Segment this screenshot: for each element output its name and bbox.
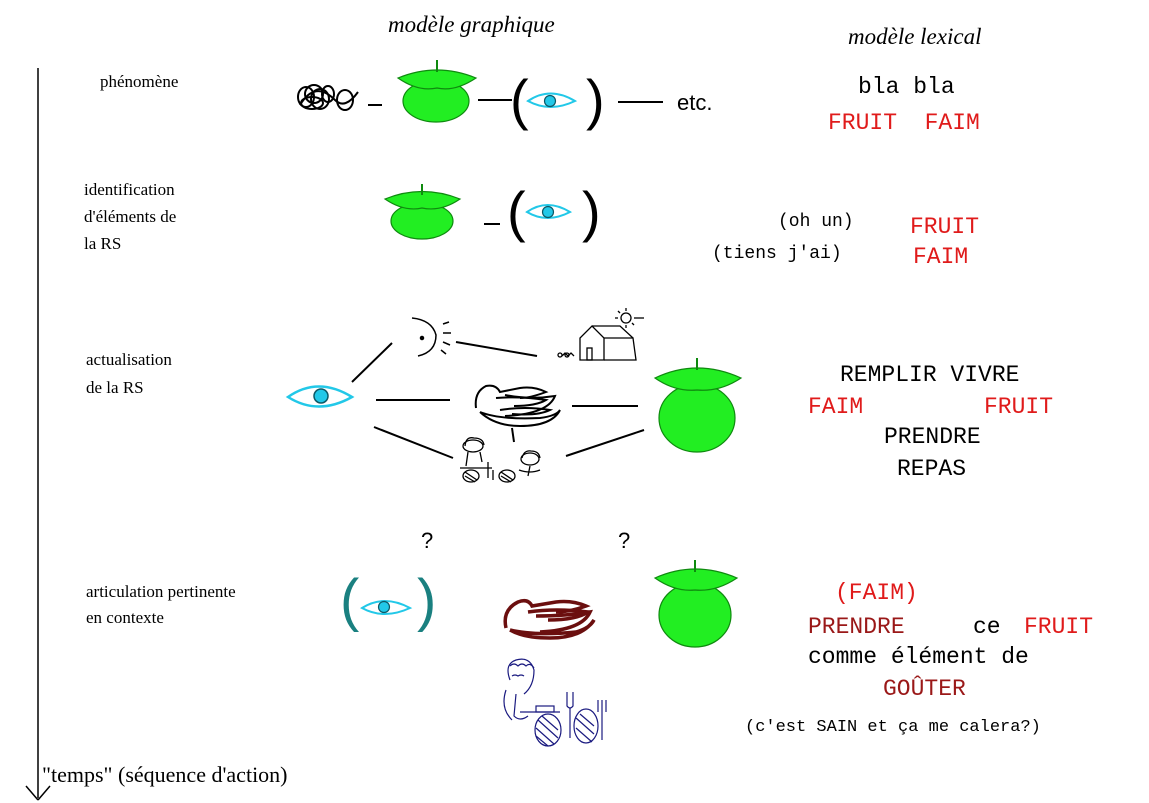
scribble-icon bbox=[297, 84, 359, 111]
eye-icon bbox=[285, 385, 355, 408]
stage2-label-l3: la RS bbox=[84, 234, 122, 253]
stage4-lex-gouter: GOÛTER bbox=[883, 676, 966, 702]
stage3-lex-faim: FAIM bbox=[808, 394, 864, 420]
stage2-lex-fruit: FRUIT bbox=[910, 214, 980, 240]
stage4-label-l1: articulation pertinente bbox=[86, 582, 236, 601]
stage3-lex-repas: REPAS bbox=[897, 456, 967, 482]
question-mark-2: ? bbox=[618, 528, 631, 553]
stage3-label-l2: de la RS bbox=[86, 378, 144, 397]
header-graphic-model: modèle graphique bbox=[388, 12, 555, 37]
apple-icon bbox=[653, 560, 739, 648]
stage2-paren-right: ) bbox=[582, 180, 601, 243]
person-meal-icon bbox=[503, 658, 607, 747]
eye-icon bbox=[525, 204, 573, 219]
stage3-lex-fruit: FRUIT bbox=[984, 394, 1054, 420]
stage3-lex-remplir-vivre: REMPLIR VIVRE bbox=[840, 362, 1020, 388]
apple-icon bbox=[383, 184, 462, 240]
stage3-lex-prendre: PRENDRE bbox=[884, 424, 981, 450]
stage4-lex-ce: ce bbox=[973, 614, 1001, 640]
apple-icon bbox=[396, 60, 478, 123]
people-meal-icon bbox=[460, 437, 541, 483]
stage1-lex-blabla: bla bla bbox=[858, 74, 955, 100]
eye-icon bbox=[526, 92, 578, 108]
stage4-paren-right: ) bbox=[417, 568, 437, 633]
stage1-etc: etc. bbox=[677, 90, 713, 115]
house-sun-icon bbox=[557, 308, 644, 361]
stage4-lex-note: (c'est SAIN et ça me calera?) bbox=[745, 718, 1041, 737]
hand-icon bbox=[503, 598, 596, 640]
stage4-lex-comme: comme élément de bbox=[808, 644, 1029, 670]
stage4-lex-faim: (FAIM) bbox=[835, 580, 918, 606]
eye-icon bbox=[360, 600, 413, 615]
header-lexical-model: modèle lexical bbox=[848, 24, 982, 49]
stage2-paren-left: ( bbox=[507, 180, 526, 243]
stage2-lex-tiens: (tiens j'ai) bbox=[712, 244, 842, 264]
stage1-label: phénomène bbox=[100, 72, 179, 91]
stage2-lex-oh-un: (oh un) bbox=[778, 212, 854, 232]
stage4-label-l2: en contexte bbox=[86, 608, 164, 627]
stage4-lex-fruit: FRUIT bbox=[1024, 614, 1094, 640]
stage4-paren-left: ( bbox=[340, 568, 360, 633]
stage1-lex-fruit-faim: FRUIT FAIM bbox=[828, 110, 980, 136]
stage4-lex-prendre: PRENDRE bbox=[808, 614, 905, 640]
stage2-label-l2: d'éléments de bbox=[84, 207, 177, 226]
stage3-label-l1: actualisation bbox=[86, 350, 172, 369]
time-axis-label: "temps" (séquence d'action) bbox=[42, 762, 288, 787]
moon-face-icon bbox=[411, 317, 451, 357]
stage2-lex-faim: FAIM bbox=[913, 244, 969, 270]
apple-icon bbox=[653, 358, 743, 453]
hand-icon bbox=[474, 384, 561, 428]
stage2-label-l1: identification bbox=[84, 180, 175, 199]
stage1-paren-right: ) bbox=[586, 68, 605, 131]
stage1-paren-left: ( bbox=[510, 68, 529, 131]
question-mark-1: ? bbox=[421, 528, 434, 553]
